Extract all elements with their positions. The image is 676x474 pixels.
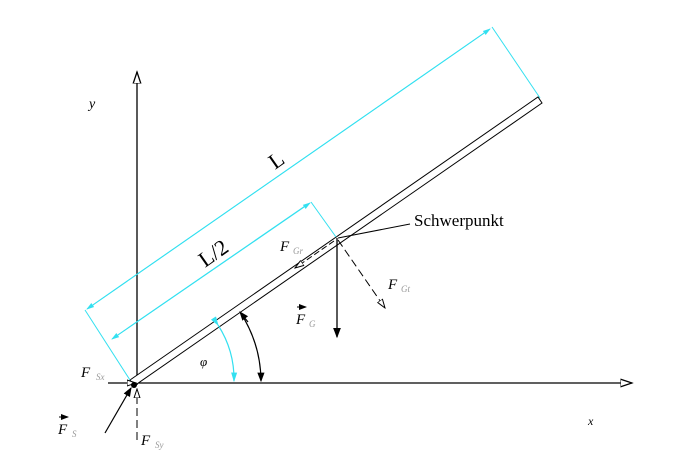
label-F-S: F S	[57, 414, 77, 439]
force-Gr-arrow	[295, 240, 335, 268]
svg-text:F: F	[140, 433, 151, 449]
label-F-Sx: F Sx	[80, 365, 105, 382]
schwerpunkt-label: Schwerpunkt	[414, 211, 504, 230]
half-length-label: L/2	[194, 234, 233, 272]
length-label: L	[264, 146, 289, 174]
force-S-arrow	[104, 386, 132, 434]
svg-text:F: F	[295, 312, 306, 328]
y-axis-label: y	[87, 97, 96, 112]
angle-arc-cyan	[210, 316, 238, 383]
svg-text:Sx: Sx	[96, 372, 105, 382]
beam	[129, 96, 543, 387]
svg-text:F: F	[279, 239, 290, 255]
svg-text:Sy: Sy	[155, 440, 164, 450]
pivot-point	[131, 382, 137, 388]
dimension-L	[84, 26, 541, 381]
schwerpunkt-leader	[337, 223, 411, 239]
svg-text:Gt: Gt	[401, 284, 410, 294]
label-F-Gt: F Gt	[387, 277, 410, 294]
label-F-Sy: F Sy	[140, 433, 164, 450]
dimension-half-L	[111, 201, 337, 340]
svg-text:F: F	[80, 365, 91, 381]
svg-text:G: G	[309, 319, 316, 329]
svg-text:S: S	[72, 429, 77, 439]
svg-text:F: F	[57, 422, 68, 438]
label-F-Gr: F Gr	[279, 239, 303, 256]
svg-text:F: F	[387, 277, 398, 293]
angle-label: φ	[200, 354, 207, 369]
x-axis-label: x	[587, 414, 594, 428]
svg-text:Gr: Gr	[293, 246, 303, 256]
angle-arc-black	[239, 311, 265, 383]
label-F-G: F G	[295, 304, 316, 329]
force-Gt-arrow	[337, 239, 385, 308]
